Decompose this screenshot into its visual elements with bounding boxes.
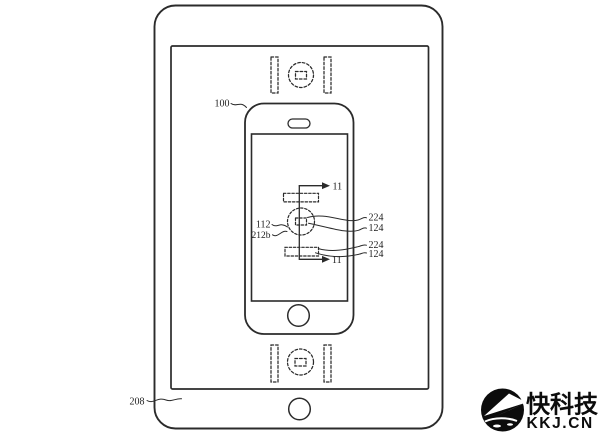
leader-100 xyxy=(230,103,247,108)
bottom-sensor-core xyxy=(294,357,307,367)
section-top-arrowhead-icon xyxy=(322,182,330,190)
watermark-domain-text: KKJ.CN xyxy=(527,415,594,432)
ref-label-100: 100 xyxy=(215,99,230,110)
leader-lower-224 xyxy=(318,244,367,251)
hidden-sensor-core xyxy=(294,217,308,226)
leader-upper-224 xyxy=(307,215,367,222)
ref-label-112: 112 xyxy=(256,220,271,231)
bottom-sensor-array xyxy=(270,344,332,383)
globe-landmass-2 xyxy=(507,423,513,426)
bottom-left-sensor-slot xyxy=(270,344,279,383)
phone-outline xyxy=(244,102,355,335)
leader-lower-124 xyxy=(315,252,367,258)
upper-hidden-slot xyxy=(282,192,320,203)
hidden-components xyxy=(282,192,320,257)
top-sensor-array xyxy=(270,56,332,94)
lower-hidden-slot xyxy=(284,246,320,257)
bottom-right-sensor-slot xyxy=(323,344,332,383)
patent-linework xyxy=(146,4,444,430)
ref-label-upper-124: 124 xyxy=(369,223,384,234)
phone-speaker xyxy=(287,118,311,129)
globe-landmass-1 xyxy=(493,424,501,428)
leader-212b xyxy=(272,230,288,237)
plane-upper-wing xyxy=(484,393,527,416)
top-sensor-circle xyxy=(287,61,315,89)
bottom-sensor-circle xyxy=(286,348,315,376)
leader-112 xyxy=(271,224,288,228)
ref-label-lower-224: 224 xyxy=(369,240,384,251)
ref-label-upper-224: 224 xyxy=(369,213,384,224)
reference-labels: 100 208 112 212b 11 11 224 124 224 124 xyxy=(130,99,384,408)
top-left-sensor-slot xyxy=(270,56,279,94)
kkj-watermark: 快科技 KKJ.CN xyxy=(481,388,599,432)
tablet-home-button xyxy=(287,397,312,421)
tablet-outline xyxy=(153,4,444,430)
leader-208 xyxy=(146,398,182,403)
ref-label-11-top: 11 xyxy=(333,181,343,192)
phone-screen xyxy=(250,133,349,302)
plane-lower-body xyxy=(493,402,527,418)
top-right-sensor-slot xyxy=(323,56,332,94)
ref-label-11-bottom: 11 xyxy=(332,255,342,266)
tablet-screen xyxy=(170,45,430,390)
leader-upper-124 xyxy=(308,222,367,232)
globe-swoosh xyxy=(484,417,518,423)
section-bottom-arrowhead-icon xyxy=(322,255,330,263)
paper-plane-globe-icon xyxy=(481,388,527,432)
phone-home-button xyxy=(286,303,311,328)
leader-lines xyxy=(146,103,367,403)
ref-label-lower-124: 124 xyxy=(369,249,384,260)
top-sensor-core xyxy=(294,70,308,80)
ref-label-212b: 212b xyxy=(252,231,271,241)
ref-label-208: 208 xyxy=(130,396,145,407)
watermark-brand-text: 快科技 xyxy=(526,392,599,419)
hidden-sensor-circle xyxy=(286,207,316,236)
